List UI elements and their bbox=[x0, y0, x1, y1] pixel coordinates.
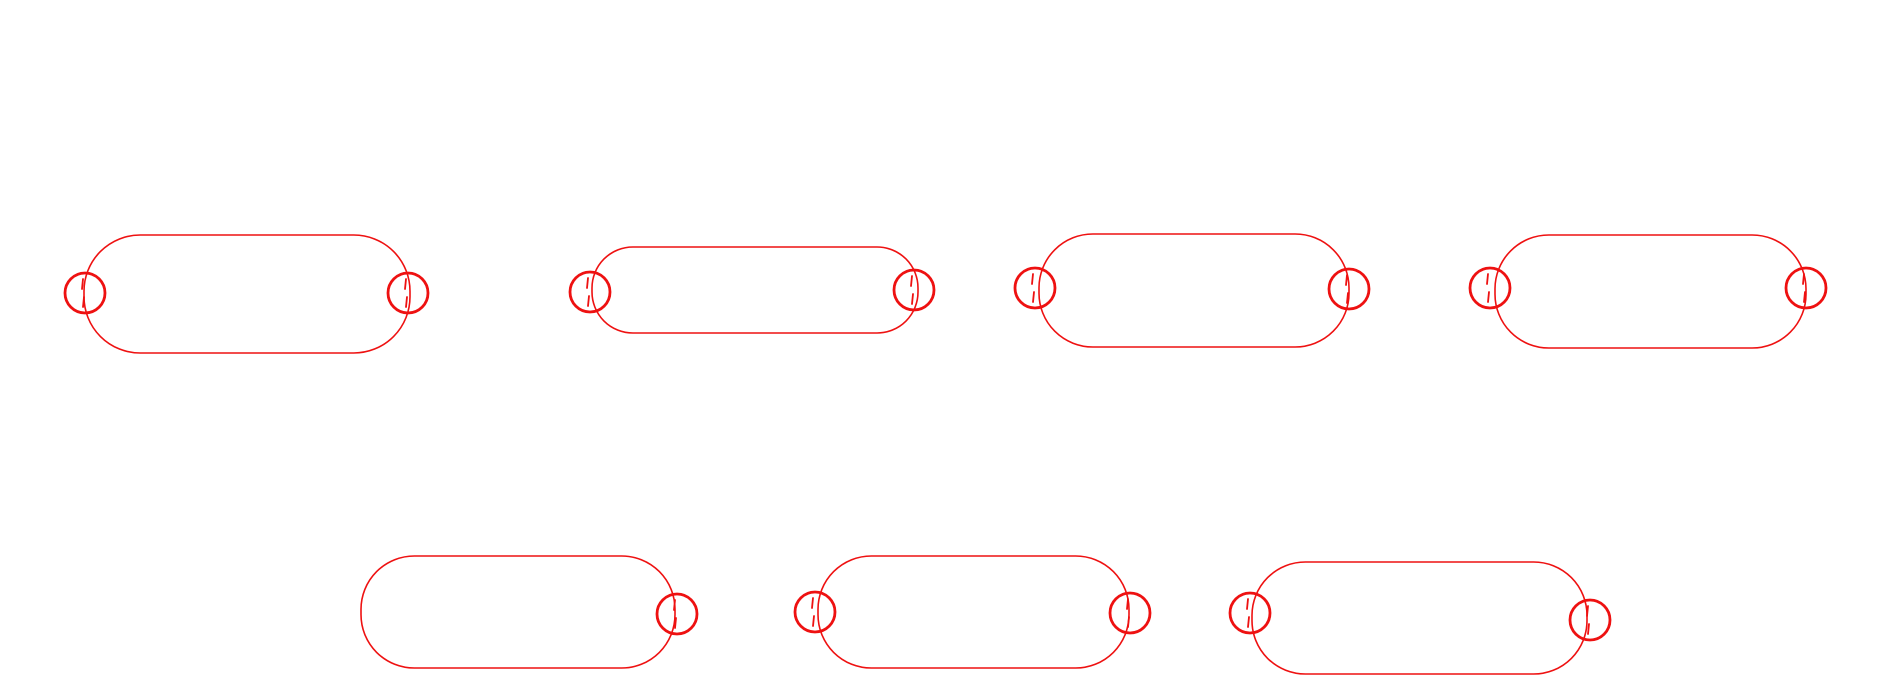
right-ring-icon-tick-lower bbox=[674, 617, 677, 629]
capsule-shape-1 bbox=[63, 234, 430, 354]
right-ring-icon-tick-upper bbox=[1126, 598, 1129, 610]
capsule-outline bbox=[360, 555, 676, 669]
right-ring-icon-tick-lower bbox=[405, 296, 408, 308]
right-ring-icon-tick-upper bbox=[1345, 274, 1348, 286]
shapes-layer bbox=[63, 233, 1828, 675]
right-ring-icon bbox=[1784, 266, 1828, 310]
left-ring-icon bbox=[568, 270, 612, 314]
right-ring-icon bbox=[386, 271, 430, 315]
left-ring-icon bbox=[793, 590, 837, 634]
right-ring-icon bbox=[1108, 591, 1152, 635]
capsule-outline bbox=[1251, 561, 1588, 675]
capsule-shape-6 bbox=[793, 555, 1152, 669]
right-ring-icon bbox=[1327, 267, 1371, 311]
right-ring-icon-tick-lower bbox=[1803, 291, 1806, 303]
left-ring-icon bbox=[1228, 591, 1272, 635]
left-ring-icon-tick-lower bbox=[1032, 291, 1035, 303]
right-ring-icon-tick-upper bbox=[673, 599, 676, 611]
capsule-outline bbox=[1494, 234, 1807, 349]
left-ring-icon-tick-lower bbox=[587, 295, 590, 307]
right-ring-icon-tick-upper bbox=[1802, 273, 1805, 285]
capsule-shape-7 bbox=[1228, 561, 1612, 675]
capsule-outline bbox=[817, 555, 1130, 669]
left-ring-icon-tick-upper bbox=[586, 277, 589, 289]
capsule-shape-5 bbox=[360, 555, 699, 669]
left-ring-icon-tick-lower bbox=[1247, 616, 1250, 628]
left-ring-icon-tick-upper bbox=[81, 278, 84, 290]
left-ring-icon-tick-lower bbox=[1487, 291, 1490, 303]
right-ring-icon bbox=[655, 592, 699, 636]
capsule-shape-4 bbox=[1468, 234, 1828, 349]
left-ring-icon-tick-lower bbox=[82, 296, 85, 308]
left-ring-icon bbox=[63, 271, 107, 315]
left-ring-icon-tick-upper bbox=[1486, 273, 1489, 285]
capsule-outline bbox=[1038, 233, 1350, 348]
right-ring-icon-tick-lower bbox=[1346, 292, 1349, 304]
capsule-outline bbox=[591, 246, 919, 334]
right-ring-icon-tick-lower bbox=[1587, 623, 1590, 635]
right-ring-icon-tick-upper bbox=[404, 278, 407, 290]
capsule-shape-3 bbox=[1013, 233, 1371, 348]
right-ring-icon-tick-lower bbox=[1127, 616, 1130, 628]
right-ring-icon bbox=[892, 268, 936, 312]
right-ring-icon bbox=[1568, 598, 1612, 642]
left-ring-icon-tick-lower bbox=[812, 615, 815, 627]
right-ring-icon-tick-upper bbox=[910, 275, 913, 287]
left-ring-icon-tick-upper bbox=[1031, 273, 1034, 285]
left-ring-icon-tick-upper bbox=[811, 597, 814, 609]
left-ring-icon bbox=[1468, 266, 1512, 310]
left-ring-icon bbox=[1013, 266, 1057, 310]
capsule-shape-2 bbox=[568, 246, 936, 334]
left-ring-icon-tick-upper bbox=[1246, 598, 1249, 610]
right-ring-icon-tick-upper bbox=[1586, 605, 1589, 617]
capsule-outline bbox=[83, 234, 411, 354]
right-ring-icon-tick-lower bbox=[911, 293, 914, 305]
